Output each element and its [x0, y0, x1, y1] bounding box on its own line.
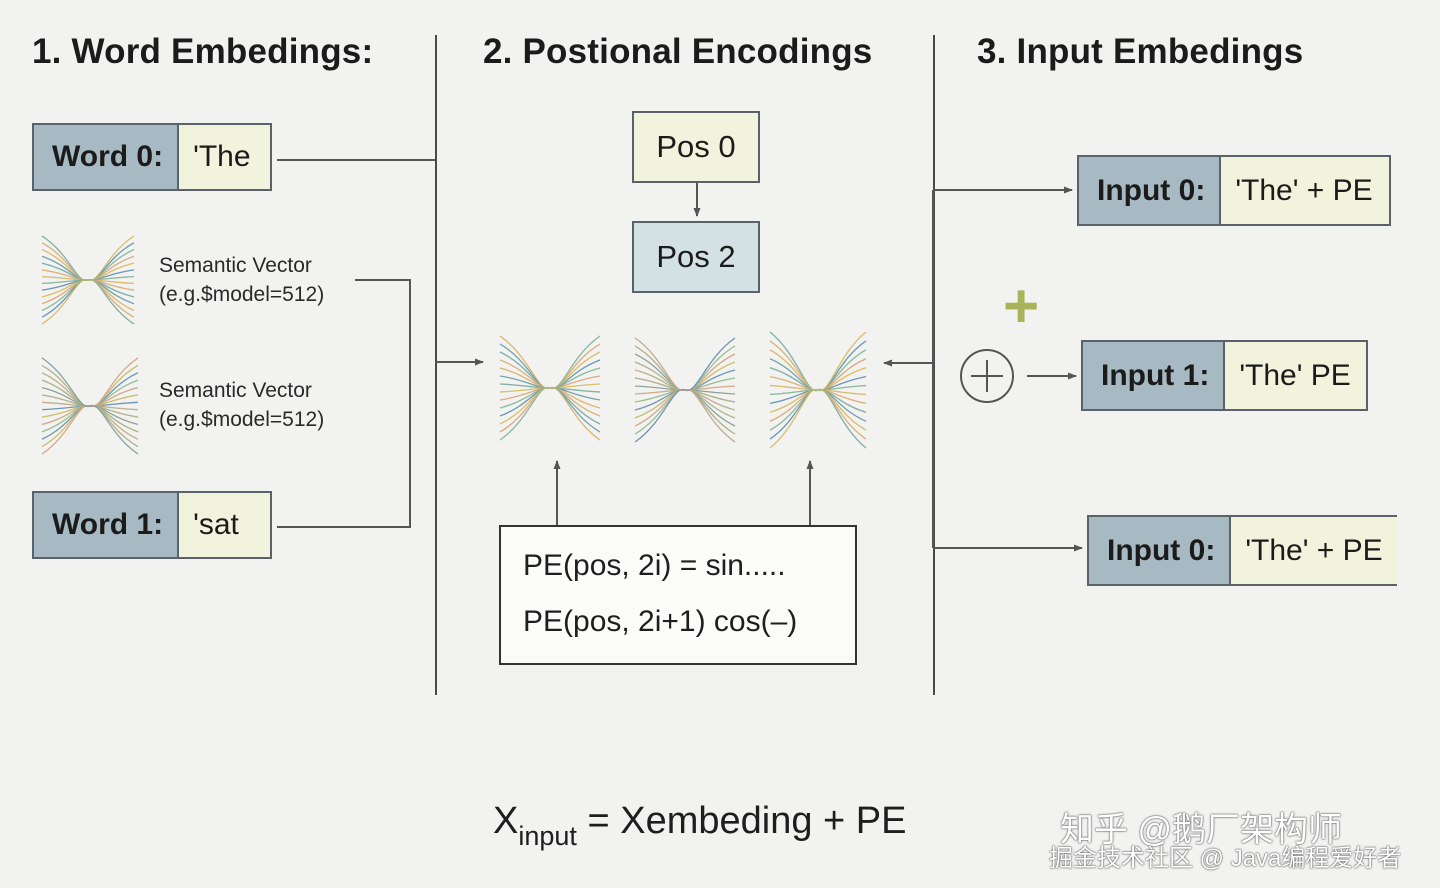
watermark-juejin: 掘金技术社区 @ Java编程爱好者 [1049, 845, 1402, 872]
semantic-vector-0-title: Semantic Vector [159, 254, 312, 277]
equation-subscript: input [518, 821, 577, 851]
semantic-vector-1-title: Semantic Vector [159, 379, 312, 402]
pe-wave-icon-1 [634, 337, 736, 443]
word-1-connector [277, 279, 411, 528]
input-0-box-top: Input 0: 'The' + PE [1077, 155, 1391, 226]
input-0-label-bottom: Input 0: [1089, 517, 1232, 584]
pos-0-box: Pos 0 [632, 111, 760, 183]
word-1-box: Word 1: 'sat [32, 491, 272, 559]
input-0-label-top: Input 0: [1079, 157, 1222, 224]
input-1-label: Input 1: [1083, 342, 1226, 409]
word-0-label: Word 0: [34, 125, 180, 189]
equation-rest: = Xembeding + PE [576, 800, 907, 842]
input-0-box-bottom: Input 0: 'The' + PE [1087, 515, 1397, 586]
semantic-wave-icon-0 [41, 235, 135, 325]
pe-wave-icon-2 [769, 331, 867, 449]
pe-formula-box [499, 525, 857, 665]
semantic-vector-0-dim: (e.g.$model=512) [159, 283, 325, 306]
section-title-word-embeddings: 1. Word Embedings: [32, 32, 374, 71]
circled-plus-icon [960, 349, 1014, 403]
section-divider-left [435, 35, 437, 695]
pe-formula-cos: PE(pos, 2i+1) cos(–) [523, 605, 798, 638]
word-1-value: 'sat [179, 493, 270, 557]
section-title-positional-encodings: 2. Postional Encodings [483, 32, 873, 71]
equation-x: X [493, 800, 519, 842]
semantic-wave-icon-1 [41, 357, 139, 455]
semantic-vector-1: Semantic Vector (e.g.$model=512) [159, 376, 324, 434]
input-0-value-top: 'The' + PE [1221, 157, 1389, 224]
pos-2-box: Pos 2 [632, 221, 760, 293]
pe-wave-icon-0 [499, 335, 601, 441]
input-0-value-bottom: 'The' + PE [1231, 517, 1397, 584]
watermark-zhihu: 知乎 @鹅厂架构师 [1060, 811, 1342, 849]
input-1-value: 'The' PE [1225, 342, 1366, 409]
input-1-box: Input 1: 'The' PE [1081, 340, 1368, 411]
section-title-input-embeddings: 3. Input Embedings [977, 32, 1304, 71]
word-1-label: Word 1: [34, 493, 180, 557]
pe-formula-sin: PE(pos, 2i) = sin..... [523, 549, 786, 582]
word-0-box: Word 0: 'The [32, 123, 272, 191]
bottom-equation: Xinput = Xembeding + PE [493, 800, 906, 852]
semantic-vector-0: Semantic Vector (e.g.$model=512) [159, 251, 324, 309]
green-plus-icon: + [1003, 272, 1040, 341]
word-0-value: 'The [179, 125, 270, 189]
semantic-vector-1-dim: (e.g.$model=512) [159, 408, 325, 431]
